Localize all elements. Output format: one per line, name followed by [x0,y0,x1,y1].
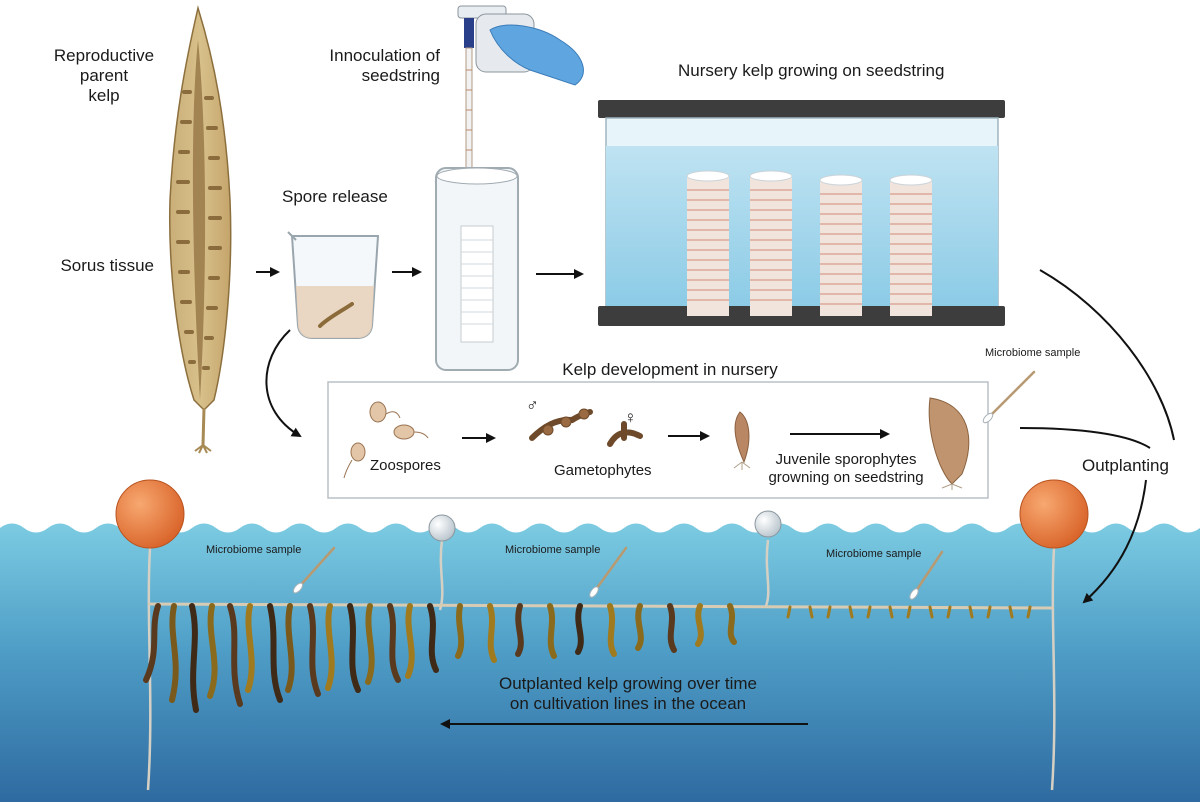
gametophytes-icon [529,408,643,447]
arrow-panel-to-outplanting [1019,427,1151,449]
label-innoculation: Innoculation of seedstring [300,46,440,86]
cultivation-line [147,602,1055,610]
label-line: parent [79,66,129,85]
label-juvenile-sporophytes: Juvenile sporophytes growning on seedstr… [766,451,926,487]
female-symbol: ♀ [624,408,637,427]
label-microbiome-sample-1: Microbiome sample [206,544,302,556]
small-kelp [786,605,1032,619]
label-line: on cultivation lines in the ocean [509,694,747,713]
cultivated-kelp [143,603,737,713]
label-zoospores: Zoospores [370,457,441,474]
label-line: Reproductive [53,46,155,65]
young-sporophyte-icon [733,411,751,470]
parent-kelp [169,5,232,454]
nursery-tank [598,100,1005,326]
label-sorus-tissue: Sorus tissue [60,256,154,275]
label-microbiome-sample-2: Microbiome sample [505,544,601,556]
label-gametophytes: Gametophytes [554,462,652,479]
label-line: growning on seedstring [768,469,924,486]
arrows [256,267,1175,729]
arrow-spore-to-development [265,329,302,438]
arrow-tank-to-outplanting [1039,269,1175,441]
label-line: Innoculation of [329,46,440,65]
label-development: Kelp development in nursery [562,360,778,379]
development-panel [327,381,989,499]
seedstring-spools [686,170,933,316]
pipette [457,5,584,190]
glove-hand [489,24,584,86]
label-microbiome-sample-3: Microbiome sample [826,548,922,560]
juvenile-sporophyte-icon [928,397,970,490]
seeding-cylinder [435,167,519,371]
label-nursery: Nursery kelp growing on seedstring [678,61,945,80]
ocean [0,523,1200,802]
label-line: Outplanted kelp growing over time [499,674,757,693]
label-line: kelp [88,86,120,105]
label-spore-release: Spore release [282,187,388,206]
arrow-outplanting-to-line [1082,479,1147,604]
label-outplanted-kelp: Outplanted kelp growing over time on cul… [468,674,788,714]
label-reproductive-parent-kelp: Reproductive parent kelp [40,46,168,106]
label-microbiome-sample-nursery: Microbiome sample [985,347,1081,359]
zoospores-icon [343,401,429,479]
male-symbol: ♂ [526,396,539,415]
label-line: Juvenile sporophytes [775,451,917,468]
label-line: seedstring [361,66,440,85]
label-outplanting: Outplanting [1082,456,1169,475]
beaker [287,231,380,339]
sorus-tissue [192,40,206,400]
swab-icons [296,370,1036,596]
